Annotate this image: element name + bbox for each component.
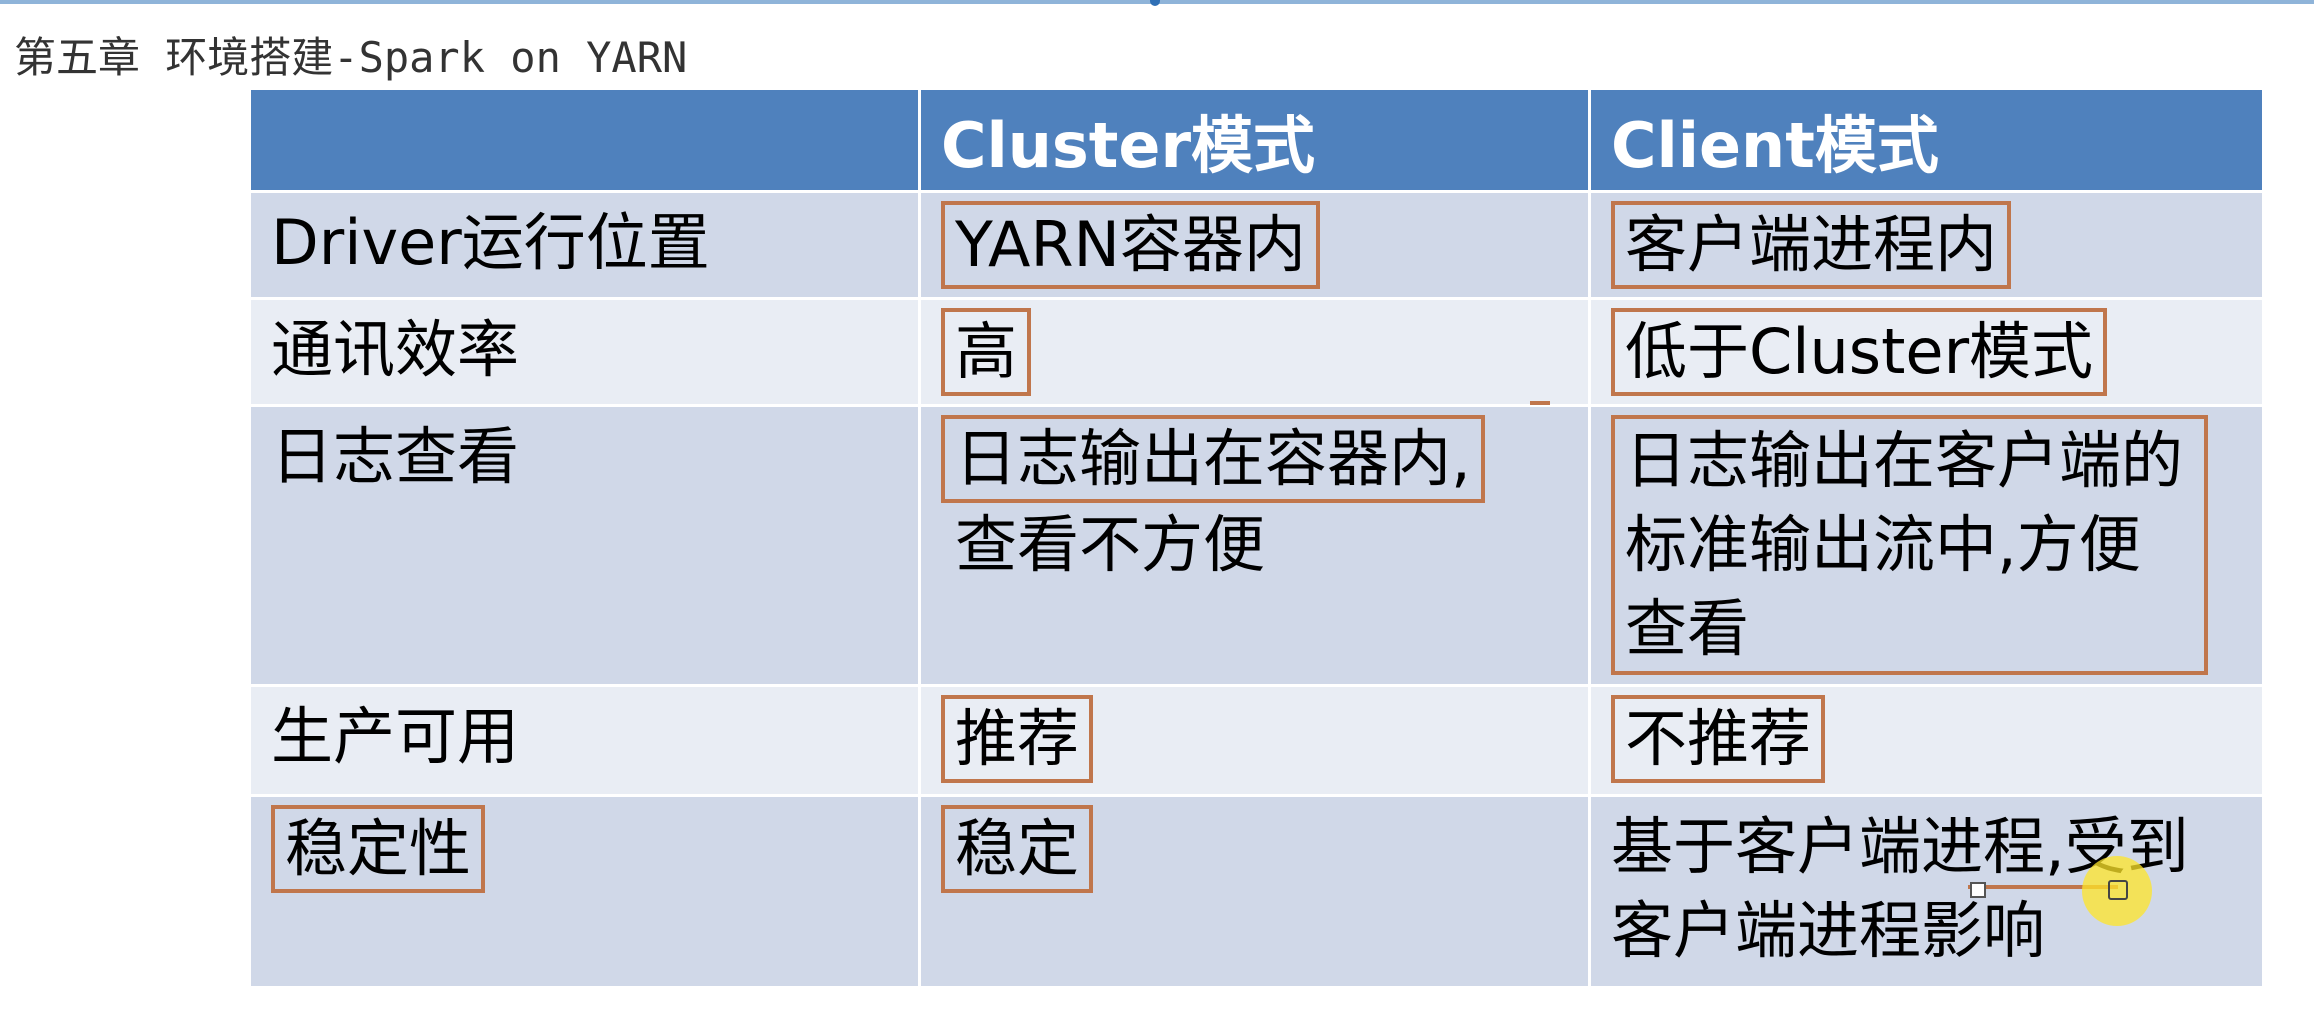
cluster-cell: YARN容器内: [918, 190, 1591, 300]
annotation-underline: [1968, 885, 2118, 889]
client-value-boxed: 低于Cluster模式: [1611, 308, 2108, 396]
cluster-cell: 稳定: [918, 794, 1591, 989]
row-label: 生产可用: [271, 700, 520, 773]
table-row: 稳定性 稳定 基于客户端进程,受到客户端进程影响: [248, 794, 2265, 989]
cluster-cell: 推荐: [918, 684, 1591, 797]
client-cell: 客户端进程内: [1588, 190, 2265, 300]
row-label: Driver运行位置: [271, 206, 710, 279]
progress-marker: [1150, 0, 1160, 6]
table-row: 日志查看 日志输出在容器内, 查看不方便 日志输出在客户端的标准输出流中,方便查…: [248, 404, 2265, 687]
cursor-highlight-icon: [2082, 856, 2152, 926]
row-label-cell: 生产可用: [248, 684, 921, 797]
header-cluster-mode: Cluster模式: [918, 87, 1591, 193]
header-empty-cell: [248, 87, 921, 193]
cluster-value-boxed: 推荐: [941, 695, 1094, 783]
cluster-value-boxed: YARN容器内: [941, 201, 1320, 289]
cluster-value-rest: 查看不方便: [955, 508, 1266, 581]
client-value-boxed: 日志输出在客户端的标准输出流中,方便查看: [1611, 415, 2208, 675]
table-row: 生产可用 推荐 不推荐: [248, 684, 2265, 797]
client-cell: 低于Cluster模式: [1588, 297, 2265, 407]
row-label: 日志查看: [271, 420, 520, 493]
client-value-boxed: 客户端进程内: [1611, 201, 2012, 289]
client-cell: 不推荐: [1588, 684, 2265, 797]
cursor-icon: [2108, 880, 2128, 900]
chapter-title: 第五章 环境搭建-Spark on YARN: [14, 33, 688, 82]
cluster-value-boxed: 日志输出在容器内,: [941, 415, 1485, 503]
row-label-cell: Driver运行位置: [248, 190, 921, 300]
client-cell: 基于客户端进程,受到客户端进程影响: [1588, 794, 2265, 989]
cluster-value-boxed: 高: [941, 308, 1032, 396]
row-label-cell: 稳定性: [248, 794, 921, 989]
comparison-table: Cluster模式 Client模式 Driver运行位置 YARN容器内 客户…: [248, 87, 2265, 989]
row-label-boxed: 稳定性: [271, 805, 486, 893]
table-row: 通讯效率 高 低于Cluster模式: [248, 297, 2265, 407]
table-header-row: Cluster模式 Client模式: [248, 87, 2265, 193]
table-row: Driver运行位置 YARN容器内 客户端进程内: [248, 190, 2265, 300]
row-label-cell: 通讯效率: [248, 297, 921, 407]
client-value-boxed: 不推荐: [1611, 695, 1826, 783]
annotation-handle[interactable]: [1970, 882, 1986, 898]
cluster-value-boxed: 稳定: [941, 805, 1094, 893]
cluster-cell: 日志输出在容器内, 查看不方便: [918, 404, 1591, 687]
cluster-cell: 高: [918, 297, 1591, 407]
row-label-cell: 日志查看: [248, 404, 921, 687]
client-cell: 日志输出在客户端的标准输出流中,方便查看: [1588, 404, 2265, 687]
header-client-mode: Client模式: [1588, 87, 2265, 193]
row-label: 通讯效率: [271, 313, 520, 386]
annotation-dash: [1530, 401, 1550, 405]
